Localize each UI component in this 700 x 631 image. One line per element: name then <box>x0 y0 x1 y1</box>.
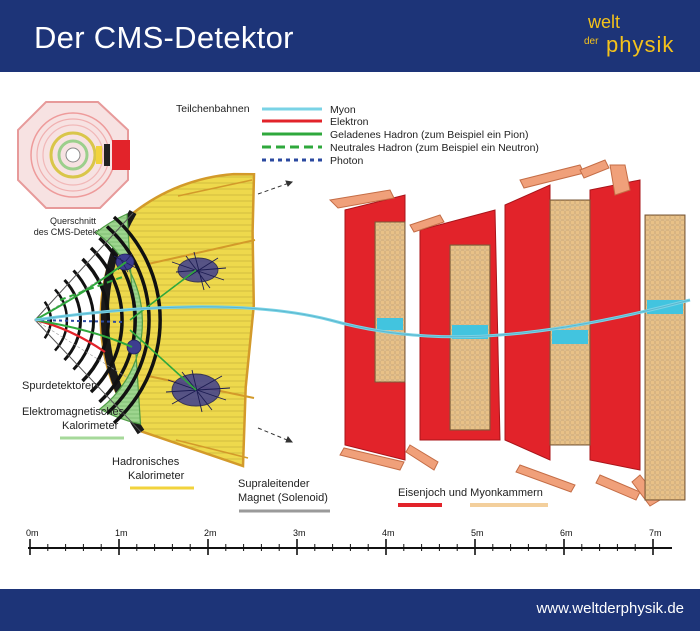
logo-text-physik: physik <box>606 32 675 57</box>
scale-tick-label: 3m <box>293 528 306 538</box>
track-charged-hadron-lower <box>34 319 133 348</box>
scale-tick-label: 7m <box>649 528 662 538</box>
footer-url-link[interactable]: www.weltderphysik.de <box>536 600 684 617</box>
legend-heading: Teilchenbahnen <box>176 103 250 115</box>
legend: Teilchenbahnen Myon Elektron Geladenes H… <box>176 103 539 167</box>
inset-caption-line2: des CMS-Detektors <box>34 227 113 237</box>
welt-der-physik-logo[interactable]: welt der physik <box>582 12 682 62</box>
scale-tick-label: 4m <box>382 528 395 538</box>
scale-tick-label: 2m <box>204 528 217 538</box>
inset-highlight-segment <box>112 140 130 170</box>
logo-text-der: der <box>584 36 599 47</box>
legend-label-photon: Photon <box>330 155 363 167</box>
cms-detector-diagram: Querschnitt des CMS-Detektors Teilchenba… <box>17 101 691 555</box>
track-neutral-hadron <box>59 275 126 301</box>
legend-label-geladenes-hadron: Geladenes Hadron (zum Beispiel ein Pion) <box>330 129 528 141</box>
muon-chamber-1 <box>374 221 406 383</box>
header-bar: Der CMS-Detektor welt der physik <box>0 0 700 72</box>
footer-bar: www.weltderphysik.de <box>0 589 700 631</box>
label-magnet-line1: Supraleitender <box>238 478 310 490</box>
energy-deposit-ecal-lower <box>126 339 142 355</box>
label-ecal-line1: Elektromagnetisches <box>22 406 125 418</box>
label-magnet-line2: Magnet (Solenoid) <box>238 492 328 504</box>
logo-text-welt: welt <box>588 12 621 32</box>
inset-caption-line1: Querschnitt <box>50 216 97 226</box>
cross-section-inset: Querschnitt des CMS-Detektors <box>17 101 130 237</box>
page-title: Der CMS-Detektor <box>34 20 294 55</box>
muon-chamber-4 <box>644 214 686 501</box>
scale-tick-label: 0m <box>26 528 39 538</box>
legend-label-elektron: Elektron <box>330 116 369 128</box>
scale-tick-label: 6m <box>560 528 573 538</box>
tracker-layers <box>43 215 162 425</box>
scale-tick-label: 5m <box>471 528 484 538</box>
scale-bar: 0m 1m 2m 3m 4m 5m 6m 7m <box>26 528 672 555</box>
legend-label-neutrales-hadron: Neutrales Hadron (zum Beispiel ein Neutr… <box>330 142 539 154</box>
label-eisenjoch: Eisenjoch und Myonkammern <box>398 487 543 499</box>
legend-label-myon: Myon <box>330 104 356 116</box>
track-photon <box>34 319 125 323</box>
direction-arrows <box>257 180 294 443</box>
muon-chamber-3 <box>549 199 591 446</box>
label-hcal-line1: Hadronisches <box>112 456 180 468</box>
label-ecal-line2: Kalorimeter <box>62 420 119 432</box>
scale-tick-label: 1m <box>115 528 128 538</box>
track-charged-hadron-upper <box>34 261 127 321</box>
barrel-wedge <box>34 172 256 468</box>
label-spurdetektoren: Spurdetektoren <box>22 380 97 392</box>
label-hcal-line2: Kalorimeter <box>128 470 185 482</box>
